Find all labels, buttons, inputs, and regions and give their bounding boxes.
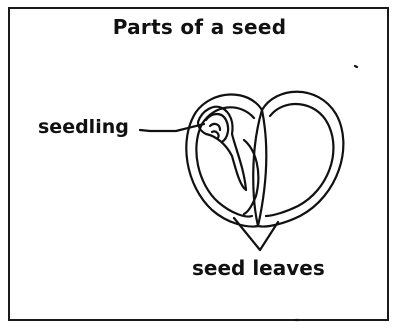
seedling-pointer — [140, 124, 204, 131]
seedling-label: seedling — [38, 116, 129, 138]
right-seed-leaf-inner — [266, 104, 333, 216]
right-seed-leaf — [258, 92, 343, 227]
seed-leaves-label: seed leaves — [192, 256, 325, 280]
cotyledon-overlap — [244, 140, 258, 214]
scan-dot — [355, 66, 357, 67]
seed-leaves-pointer — [234, 218, 278, 250]
